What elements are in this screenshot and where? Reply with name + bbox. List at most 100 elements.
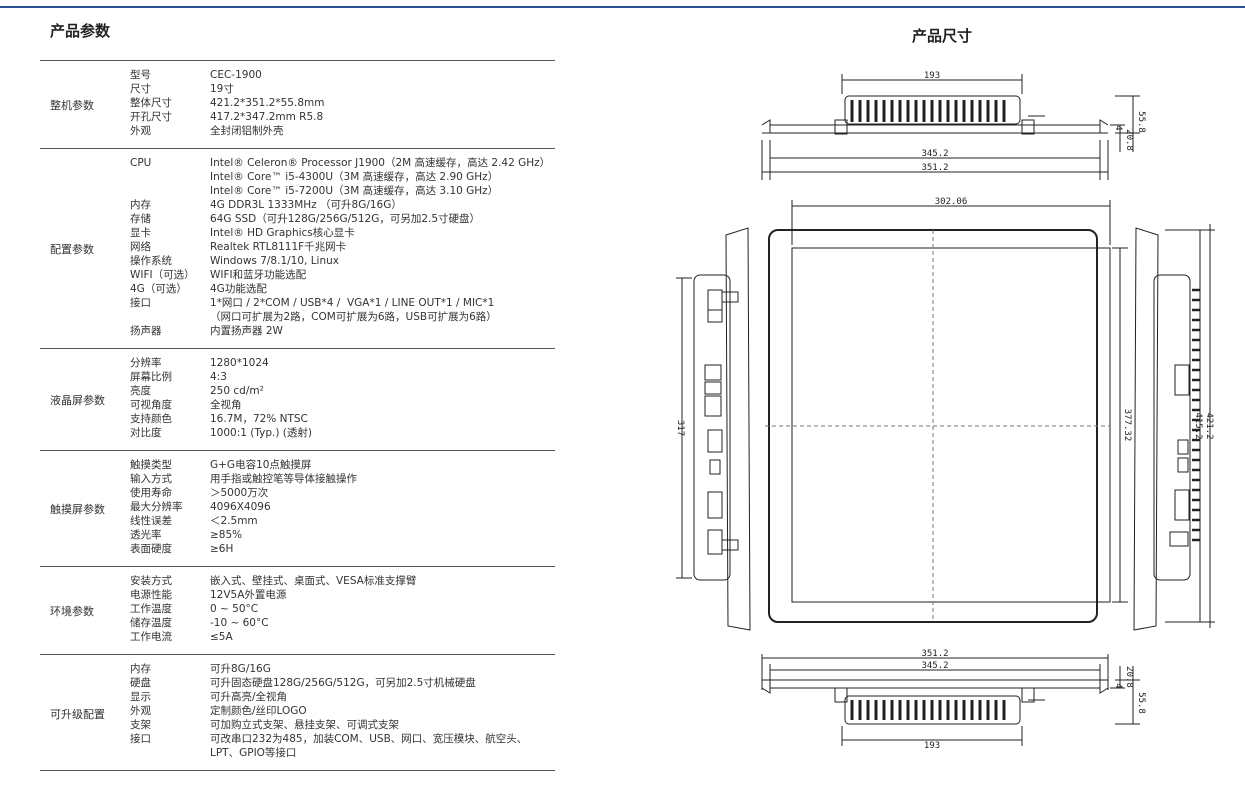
spec-value: Intel® Core™ i5-4300U（3M 高速缓存，高达 2.90 GH… [210,171,499,183]
spec-value: ≥85% [210,529,243,541]
dim-top-frame: 20.8 [1124,129,1134,151]
spec-value: 全封闭铝制外壳 [210,125,284,137]
spec-row: 对比度 1000:1 (Typ.) (透射) [40,426,555,440]
spec-value: 1000:1 (Typ.) (透射) [210,427,312,439]
spec-key [130,170,210,184]
spec-key: 屏幕比例 [130,371,172,383]
spec-key: 内存 [130,199,151,211]
spec-value: Intel® HD Graphics核心显卡 [210,227,355,239]
spec-value: ≥6H [210,543,234,555]
spec-value: 421.2*351.2*55.8mm [210,97,325,109]
spec-key [130,184,210,198]
spec-value: ＜2.5mm [210,515,258,527]
spec-row: 输入方式 用手指或触控笔等导体接触操作 [40,472,555,486]
spec-key: 接口 [130,297,151,309]
dim-bottom-depth: 55.8 [1136,692,1146,714]
spec-value: 可加购立式支架、悬挂支架、可调式支架 [210,719,399,731]
spec-group-name: 整机参数 [50,99,94,112]
spec-key: 4G（可选） [130,283,187,295]
spec-row: （网口可扩展为2路，COM可扩展为6路，USB可扩展为6路） [40,310,555,324]
spec-row: CPU Intel® Celeron® Processor J1900（2M 高速… [40,156,555,170]
spec-key: 操作系统 [130,255,172,267]
spec-value: 定制颜色/丝印LOGO [210,705,307,717]
spec-key: 扬声器 [130,325,162,337]
spec-key: 对比度 [130,427,162,439]
spec-value: 1*网口 / 2*COM / USB*4 / VGA*1 / LINE OUT*… [210,297,495,309]
spec-key: 电源性能 [130,589,172,601]
spec-key: 内存 [130,663,151,675]
spec-key: 分辨率 [130,357,162,369]
spec-value: 可升8G/16G [210,663,271,675]
dim-top-lip: 4 [1113,125,1123,130]
spec-row: 储存温度-10 ~ 60°C [40,616,555,630]
spec-value: 4G功能选配 [210,283,267,295]
spec-key: 输入方式 [130,473,172,485]
spec-key: 储存温度 [130,617,172,629]
spec-row: 透光率 ≥85% [40,528,555,542]
spec-value: 可升固态硬盘128G/256G/512G，可另加2.5寸机械硬盘 [210,677,476,689]
spec-key: 外观 [130,705,151,717]
spec-row: 操作系统 Windows 7/8.1/10, Linux [40,254,555,268]
spec-row: 使用寿命＞5000万次 [40,486,555,500]
spec-row: WIFI（可选）WIFI和蓝牙功能选配 [40,268,555,282]
spec-group-name: 配置参数 [50,243,94,256]
spec-value: 0 ~ 50°C [210,603,259,615]
spec-row: 外观 定制颜色/丝印LOGO [40,704,555,718]
spec-key: 触摸类型 [130,459,172,471]
dimension-drawings: 193 345.2 351.2 55.8 20.8 4 302.06 317 3… [675,71,1215,750]
spec-value: 用手指或触控笔等导体接触操作 [210,473,357,485]
spec-value: 可改串口232为485，加装COM、USB、网口、宽压模块、航空头、 [210,733,528,745]
spec-row: 表面硬度 ≥6H [40,542,555,556]
dim-top-193: 193 [924,71,940,81]
dimension-section-title: 产品尺寸 [912,27,973,45]
spec-value: （网口可扩展为2路，COM可扩展为6路，USB可扩展为6路） [210,311,497,323]
spec-row: 接口 1*网口 / 2*COM / USB*4 / VGA*1 / LINE OU… [40,296,555,310]
spec-row: 电源性能 12V5A外置电源 [40,588,555,602]
spec-key: CPU [130,157,152,169]
spec-key: 存储 [130,213,151,225]
spec-key: 网络 [130,241,151,253]
dim-top-depth: 55.8 [1136,111,1146,133]
spec-row: 显示可升高亮/全视角 [40,690,555,704]
spec-key: 使用寿命 [130,487,172,499]
spec-group: 配置参数 CPU Intel® Celeron® Processor J1900（2… [40,148,555,348]
spec-key: 开孔尺寸 [130,111,172,123]
top-view-drawing [761,74,1140,180]
spec-value: 250 cd/m² [210,385,264,397]
spec-value: 可升高亮/全视角 [210,691,288,703]
spec-key: 支架 [130,719,151,731]
spec-row: 线性误差＜2.5mm [40,514,555,528]
spec-value: Intel® Core™ i5-7200U（3M 高速缓存，高达 3.10 GH… [210,185,499,197]
dim-top-345: 345.2 [921,149,948,159]
spec-key: 工作电流 [130,631,172,643]
spec-row: 内存 可升8G/16G [40,662,555,676]
spec-key: 外观 [130,125,151,137]
front-view-drawing [676,200,1215,631]
spec-row: 工作电流≤5A [40,630,555,644]
dim-front-421: 421.2 [1204,412,1214,439]
spec-row: 支架 可加购立式支架、悬挂支架、可调式支架 [40,718,555,732]
spec-row: 可视角度全视角 [40,398,555,412]
spec-value: WIFI和蓝牙功能选配 [210,269,307,281]
spec-value: LPT、GPIO等接口 [210,747,297,759]
spec-key: 透光率 [130,529,162,541]
spec-value: CEC-1900 [210,69,262,81]
spec-key: 表面硬度 [130,543,172,555]
spec-value: 12V5A外置电源 [210,589,287,601]
spec-value: 全视角 [210,399,242,411]
spec-key: 支持颜色 [130,413,172,425]
dim-bottom-351: 351.2 [921,649,948,659]
dim-front-377: 377.32 [1122,409,1132,442]
spec-value: Intel® Celeron® Processor J1900（2M 高速缓存，… [210,157,551,169]
spec-value: Windows 7/8.1/10, Linux [210,255,339,267]
